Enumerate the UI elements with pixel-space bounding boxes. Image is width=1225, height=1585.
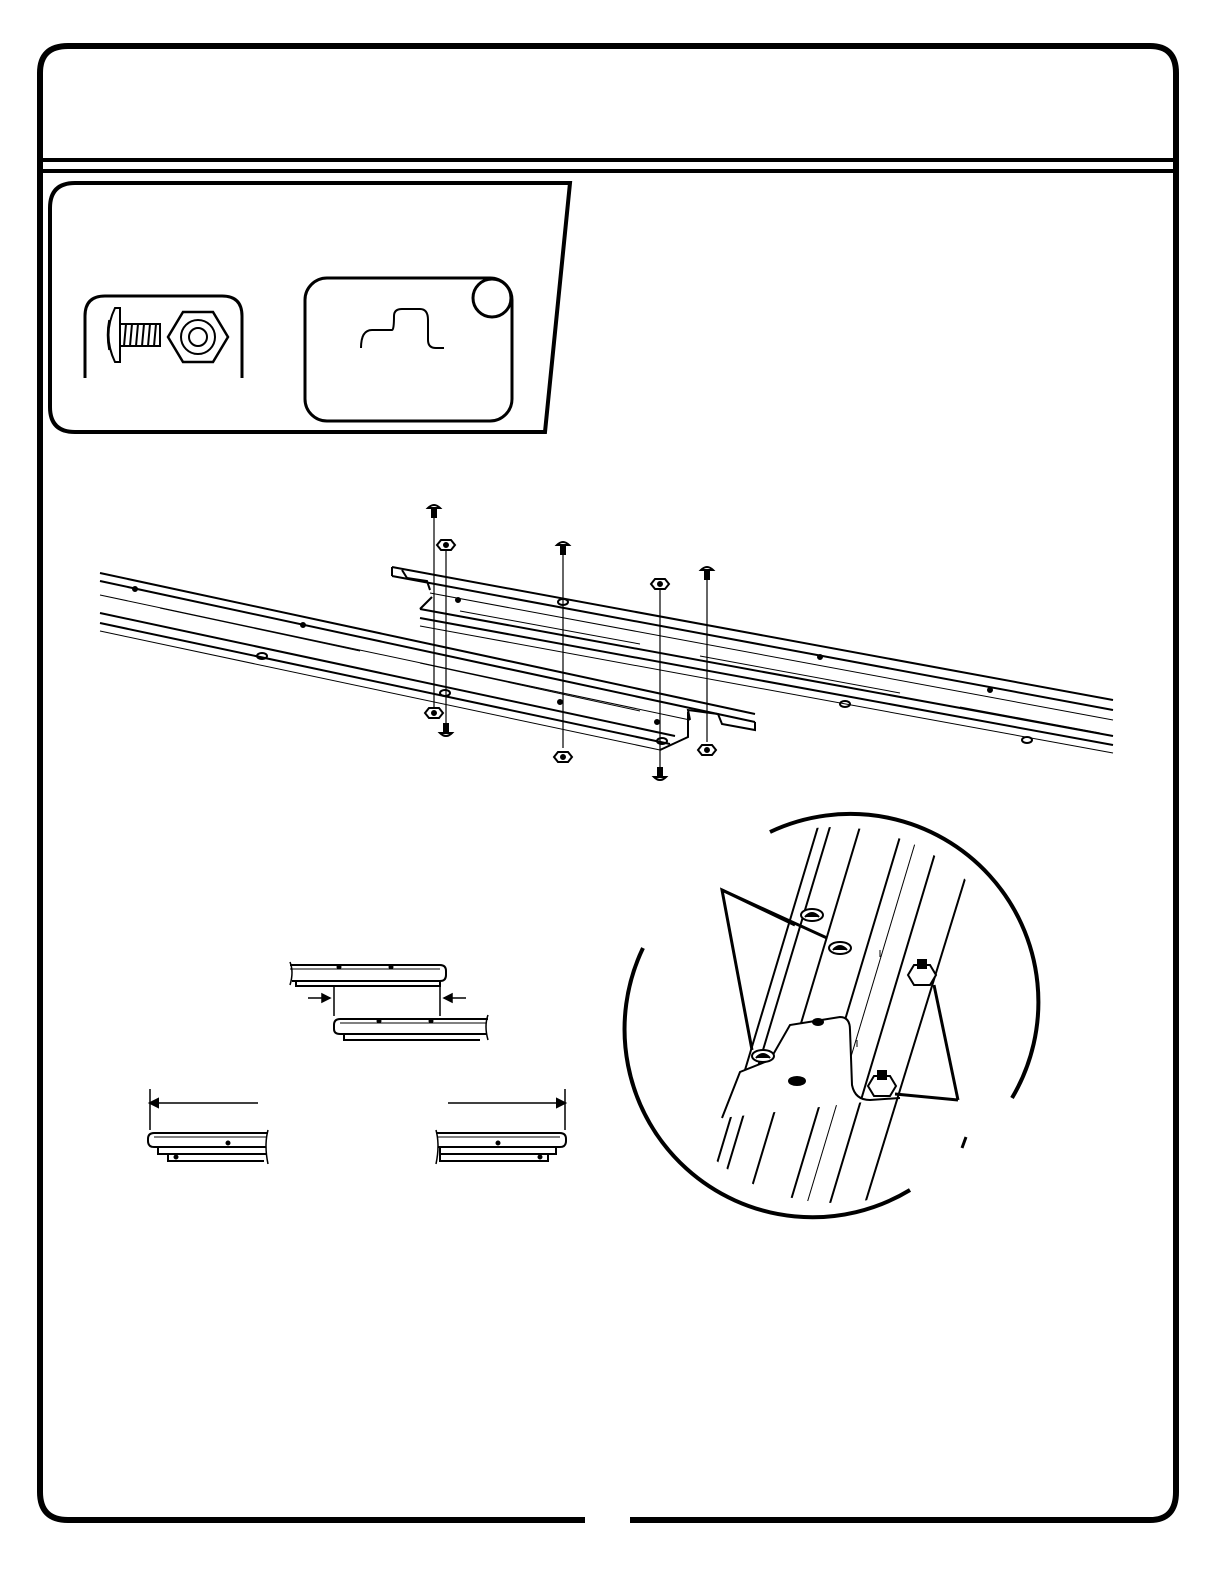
hex-nut-icon <box>651 579 669 589</box>
hex-nut-icon <box>437 540 455 550</box>
header-divider <box>42 160 1174 171</box>
bolt-icon <box>654 768 666 780</box>
hex-nut-icon <box>554 752 572 762</box>
bolt-icon <box>557 542 569 554</box>
bolt-icon <box>440 724 452 736</box>
bracket-card <box>305 278 512 421</box>
detail-magnifier <box>625 814 1039 1220</box>
hex-nut-icon <box>908 960 936 985</box>
rail-segment-upper <box>290 962 446 986</box>
rail-end-right <box>436 1089 566 1164</box>
hex-nut-icon <box>425 708 443 718</box>
page-frame <box>40 46 1176 1520</box>
fastener-axes <box>434 515 707 768</box>
bolt-icon <box>108 308 161 362</box>
hex-nut-icon <box>868 1071 896 1096</box>
exploded-rail-assembly <box>100 515 1113 768</box>
rail-segment-lower <box>334 1015 488 1040</box>
quantity-circle <box>473 279 511 317</box>
bracket-profile-icon <box>361 309 444 348</box>
bolt-nut-card <box>85 296 242 378</box>
rail-end-left <box>148 1089 268 1164</box>
hex-nut-icon <box>698 745 716 755</box>
bolt-icon <box>428 505 440 517</box>
hardware-box <box>50 183 570 432</box>
bolt-icon <box>701 567 713 579</box>
overlap-diagram <box>148 962 566 1164</box>
fasteners <box>425 505 716 780</box>
overlap-dimension <box>308 986 466 1016</box>
hex-nut-icon <box>168 312 228 362</box>
